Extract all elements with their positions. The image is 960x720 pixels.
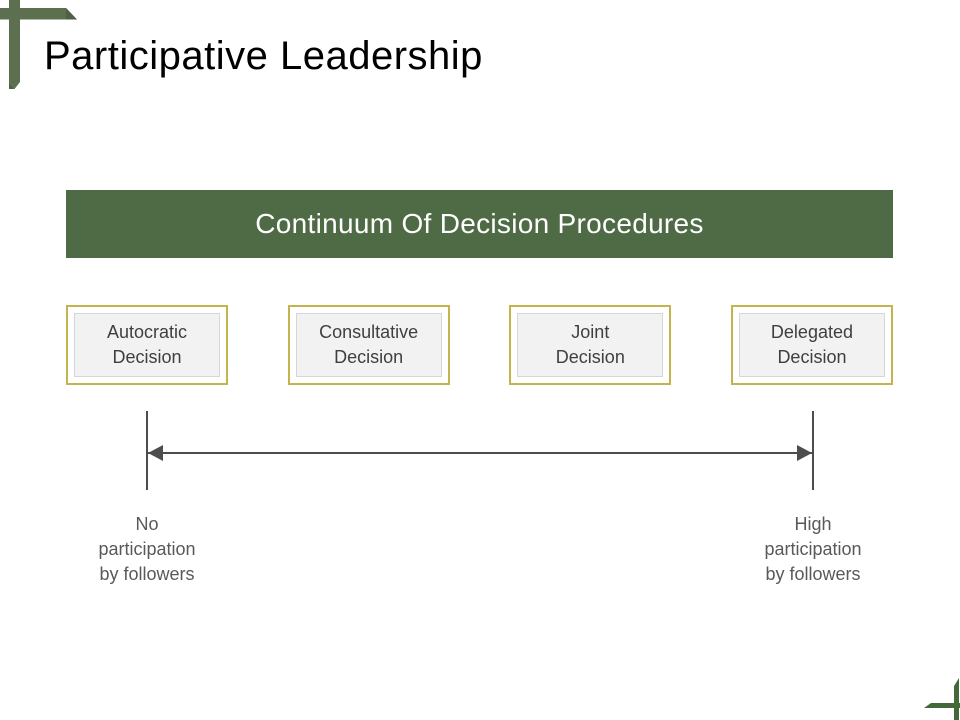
box-autocratic-decision: Autocratic Decision [66,305,228,385]
axis-tick-left [146,411,148,490]
corner-decoration-top-left [0,0,77,89]
box-joint-decision-label: Joint Decision [517,313,664,377]
arrow-head-right-icon [797,445,812,461]
axis-label-high-participation: High participation by followers [764,514,862,584]
box-consultative-decision: Consultative Decision [287,305,450,385]
continuum-arrow-line [147,452,813,454]
axis-label-no-participation: No participation by followers [98,514,196,584]
continuum-banner: Continuum Of Decision Procedures [66,190,893,258]
box-delegated-decision-label: Delegated Decision [738,313,885,377]
box-autocratic-decision-label: Autocratic Decision [74,313,220,377]
page-title: Participative Leadership [44,34,483,78]
corner-decoration-bottom-right [924,678,960,720]
arrow-head-left-icon [148,445,163,461]
box-consultative-decision-label: Consultative Decision [295,313,442,377]
decision-boxes-row: Autocratic Decision Consultative Decisio… [66,305,893,385]
box-joint-decision: Joint Decision [509,305,672,385]
axis-tick-right [812,411,814,490]
box-delegated-decision: Delegated Decision [730,305,893,385]
continuum-banner-label: Continuum Of Decision Procedures [255,208,704,239]
